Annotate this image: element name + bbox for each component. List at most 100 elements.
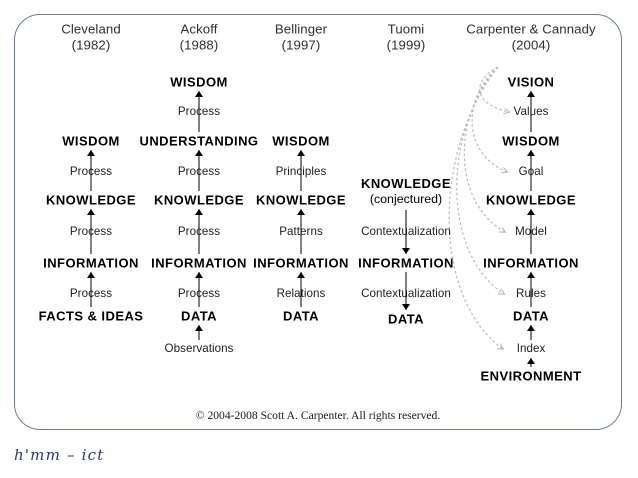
connector-ackoff-2 — [198, 209, 200, 254]
node-label: KNOWLEDGE — [486, 192, 576, 208]
node-tuomi-data: DATA — [388, 313, 424, 326]
connector-carpenter-cannady-1 — [530, 325, 532, 340]
connector-ackoff-4 — [198, 91, 200, 132]
node-bellinger-wisdom: WISDOM — [272, 135, 330, 148]
node-label: DATA — [181, 308, 217, 324]
node-tuomi-information: INFORMATION — [358, 257, 454, 270]
arrowhead-bellinger-1-up — [297, 209, 305, 215]
node-carpenter-cannady-knowledge: KNOWLEDGE — [486, 194, 576, 207]
connector-bellinger-0 — [300, 272, 302, 307]
node-label: Index — [516, 342, 546, 356]
column-header-carpenter-cannady: Carpenter & Cannady(2004) — [466, 21, 596, 53]
node-tuomi-knowledge: KNOWLEDGE(conjectured) — [361, 177, 451, 205]
node-label: DATA — [283, 308, 319, 324]
connector-carpenter-cannady-5 — [530, 91, 532, 132]
node-bellinger-information: INFORMATION — [253, 257, 349, 270]
column-year: (1982) — [71, 37, 111, 53]
node-carpenter-cannady-information: INFORMATION — [483, 257, 579, 270]
node-cleveland-facts-ideas: FACTS & IDEAS — [39, 310, 144, 323]
column-header-ackoff: Ackoff(1988) — [179, 21, 219, 53]
node-label: ENVIRONMENT — [480, 368, 582, 384]
node-label: INFORMATION — [253, 255, 349, 271]
feedback-arrow-to-values — [479, 66, 509, 112]
node-label: INFORMATION — [483, 255, 579, 271]
node-carpenter-cannady-environment: ENVIRONMENT — [480, 370, 581, 383]
node-label: Observations — [164, 342, 234, 356]
arrowhead-bellinger-2-up — [297, 150, 305, 156]
handwritten-caption: h'mm – ict — [14, 446, 105, 464]
column-year: (1988) — [179, 37, 219, 53]
arrowhead-ackoff-0-up — [195, 325, 203, 331]
connector-bellinger-1 — [300, 209, 302, 254]
node-label: KNOWLEDGE — [361, 175, 451, 191]
node-bellinger-data: DATA — [283, 310, 319, 323]
column-header-cleveland: Cleveland(1982) — [61, 21, 121, 53]
node-ackoff-data: DATA — [181, 310, 217, 323]
column-year: (2004) — [511, 37, 551, 53]
node-cleveland-wisdom: WISDOM — [62, 135, 120, 148]
node-label: INFORMATION — [151, 255, 247, 271]
node-label: WISDOM — [62, 133, 120, 149]
connector-tuomi-0 — [405, 210, 407, 254]
connector-ackoff-1 — [198, 272, 200, 307]
node-cleveland-information: INFORMATION — [43, 257, 139, 270]
node-label: WISDOM — [170, 74, 228, 90]
connector-carpenter-cannady-4 — [530, 150, 532, 191]
column-author: Ackoff — [180, 21, 218, 37]
column-header-bellinger: Bellinger(1997) — [274, 21, 328, 53]
arrowhead-cleveland-2-up — [87, 150, 95, 156]
arrowhead-tuomi-1-down — [402, 303, 410, 310]
arrowhead-carpenter-cannady-2-up — [527, 272, 535, 278]
connector-carpenter-cannady-2 — [530, 272, 532, 307]
node-carpenter-cannady-index: Index — [517, 343, 546, 355]
connector-cleveland-2 — [90, 150, 92, 191]
connector-tuomi-1 — [405, 272, 407, 310]
arrowhead-cleveland-1-up — [87, 209, 95, 215]
arrowhead-carpenter-cannady-5-up — [527, 91, 535, 97]
node-bellinger-knowledge: KNOWLEDGE — [256, 194, 346, 207]
column-author: Cleveland — [61, 21, 121, 37]
node-label: DATA — [388, 311, 424, 327]
node-ackoff-knowledge: KNOWLEDGE — [154, 194, 244, 207]
connector-cleveland-1 — [90, 209, 92, 254]
column-author: Bellinger — [274, 21, 328, 37]
node-label: KNOWLEDGE — [154, 192, 244, 208]
connector-ackoff-3 — [198, 150, 200, 191]
node-label: KNOWLEDGE — [256, 192, 346, 208]
column-header-tuomi: Tuomi(1999) — [386, 21, 426, 53]
node-label: INFORMATION — [358, 255, 454, 271]
node-carpenter-cannady-data: DATA — [513, 310, 549, 323]
arrowhead-carpenter-cannady-1-up — [527, 325, 535, 331]
node-label: INFORMATION — [43, 255, 139, 271]
column-year: (1997) — [281, 37, 321, 53]
copyright-notice: © 2004-2008 Scott A. Carpenter. All righ… — [195, 409, 441, 422]
node-sublabel: (conjectured) — [369, 191, 443, 206]
node-label: VISION — [507, 74, 555, 90]
connector-carpenter-cannady-3 — [530, 209, 532, 254]
node-ackoff-wisdom: WISDOM — [170, 76, 228, 89]
column-author: Carpenter & Cannady — [466, 21, 596, 37]
node-label: UNDERSTANDING — [139, 133, 259, 149]
arrowhead-carpenter-cannady-4-up — [527, 150, 535, 156]
arrowhead-cleveland-0-up — [87, 272, 95, 278]
column-year: (1999) — [386, 37, 426, 53]
arrowhead-ackoff-3-up — [195, 150, 203, 156]
arrowhead-bellinger-0-up — [297, 272, 305, 278]
column-author: Tuomi — [387, 21, 425, 37]
node-ackoff-information: INFORMATION — [151, 257, 247, 270]
node-label: KNOWLEDGE — [46, 192, 136, 208]
connector-ackoff-0 — [198, 325, 200, 340]
node-cleveland-knowledge: KNOWLEDGE — [46, 194, 136, 207]
connector-cleveland-0 — [90, 272, 92, 307]
node-ackoff-understanding: UNDERSTANDING — [140, 135, 259, 148]
connector-bellinger-2 — [300, 150, 302, 191]
arrowhead-carpenter-cannady-3-up — [527, 209, 535, 215]
node-ackoff-observations: Observations — [165, 343, 234, 355]
node-label: FACTS & IDEAS — [38, 308, 144, 324]
feedback-arrow-to-goal — [471, 66, 507, 172]
node-carpenter-cannady-wisdom: WISDOM — [502, 135, 560, 148]
arrowhead-ackoff-2-up — [195, 209, 203, 215]
node-carpenter-cannady-vision: VISION — [508, 76, 555, 89]
